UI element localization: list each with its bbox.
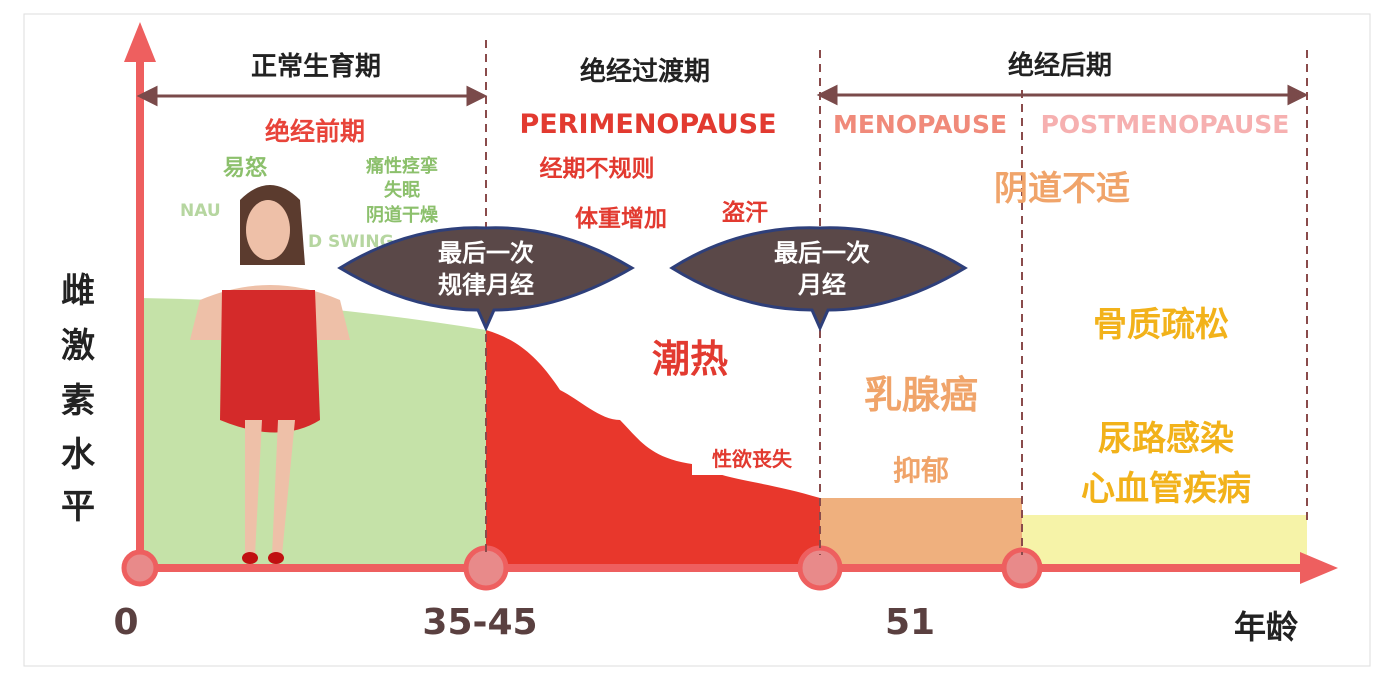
symptom: 痛性痉挛 bbox=[366, 155, 438, 177]
x-tick: 35-45 bbox=[422, 602, 537, 643]
symptom: 潮热 bbox=[652, 337, 728, 381]
y-axis-label: 雌 激 素 水 平 bbox=[61, 271, 96, 527]
symptom: 尿路感染 bbox=[1098, 419, 1234, 459]
post-symptoms: 阴道不适 乳腺癌 抑郁 骨质疏松 尿路感染 心血管疾病 bbox=[864, 169, 1251, 509]
symptom-fragment: D SWING bbox=[308, 232, 394, 252]
symptom: 抑郁 bbox=[893, 454, 949, 487]
bubble-text: 规律月经 bbox=[438, 271, 534, 299]
area-postmenopause bbox=[1022, 515, 1307, 568]
bubble-text: 月经 bbox=[797, 271, 846, 299]
phase-post: 绝经后期 bbox=[1008, 50, 1112, 81]
x-tick: 0 bbox=[113, 602, 138, 643]
y-label-char: 水 bbox=[61, 435, 96, 475]
symptom: 失眠 bbox=[384, 179, 420, 201]
symptom: 易怒 bbox=[223, 155, 267, 181]
stage-premenopause: 绝经前期 bbox=[265, 117, 365, 146]
phase-arrows bbox=[136, 84, 1309, 107]
phase-transition: 绝经过渡期 bbox=[580, 56, 710, 87]
bubble-last-period: 最后一次 月经 bbox=[669, 226, 968, 332]
y-label-char: 素 bbox=[61, 381, 95, 421]
perimenopause-symptoms: 经期不规则 体重增加 盗汗 潮热 性欲丧失 bbox=[540, 155, 812, 475]
symptom-fragment: NAU bbox=[180, 201, 221, 221]
bubble-text: 最后一次 bbox=[438, 239, 534, 267]
symptom: 体重增加 bbox=[575, 205, 667, 232]
stage-postmenopause: POSTMENOPAUSE bbox=[1041, 110, 1290, 139]
phase-normal: 正常生育期 bbox=[251, 51, 381, 82]
premenopause-symptoms: 易怒 痛性痉挛 失眠 阴道干燥 NAU D SWING bbox=[180, 155, 439, 252]
symptom: 经期不规则 bbox=[540, 155, 655, 182]
stage-menopause: MENOPAUSE bbox=[833, 110, 1007, 139]
x-ticks: 0 35-45 51 bbox=[113, 602, 935, 643]
y-label-char: 平 bbox=[61, 487, 95, 527]
symptom: 盗汗 bbox=[722, 199, 768, 226]
bubble-last-regular-period: 最后一次 规律月经 bbox=[337, 226, 635, 332]
frame bbox=[23, 13, 1371, 667]
woman-illustration bbox=[190, 185, 350, 564]
bubble-text: 最后一次 bbox=[774, 239, 870, 267]
symptom: 性欲丧失 bbox=[712, 447, 793, 471]
y-axis-arrow bbox=[124, 22, 156, 62]
x-axis-arrow bbox=[1300, 552, 1338, 584]
symptom: 阴道不适 bbox=[994, 169, 1130, 209]
symptom: 心血管疾病 bbox=[1081, 469, 1251, 509]
symptom: 骨质疏松 bbox=[1093, 305, 1229, 345]
symptom: 乳腺癌 bbox=[864, 373, 978, 417]
x-axis-label: 年龄 bbox=[1234, 608, 1298, 646]
x-tick: 51 bbox=[885, 602, 935, 643]
symptom: 阴道干燥 bbox=[366, 204, 439, 226]
y-label-char: 雌 bbox=[61, 271, 95, 311]
y-label-char: 激 bbox=[61, 326, 95, 366]
stage-perimenopause: PERIMENOPAUSE bbox=[519, 109, 776, 140]
area-transition bbox=[486, 330, 820, 568]
area-menopause bbox=[820, 498, 1022, 568]
